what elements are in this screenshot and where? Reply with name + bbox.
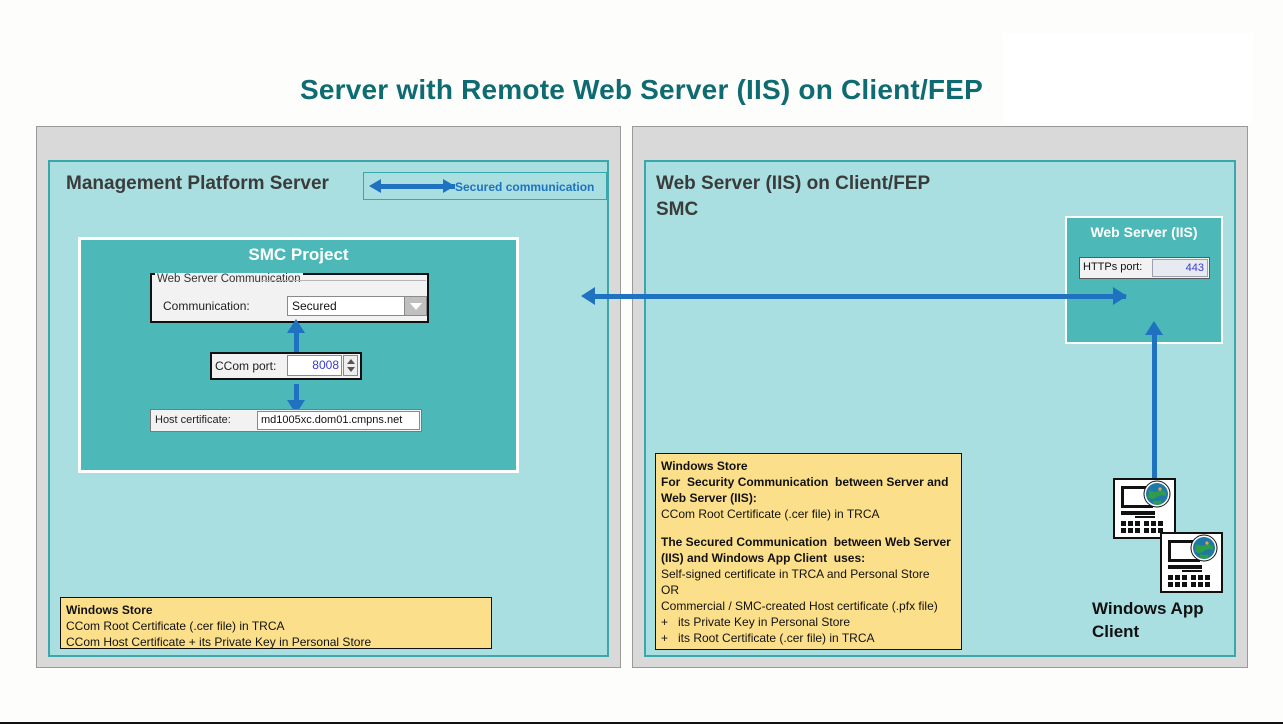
group-divider-line bbox=[262, 280, 426, 281]
host-certificate-arrow-shaft bbox=[294, 384, 299, 402]
smc-uplink-arrow-shaft bbox=[294, 330, 299, 352]
note-header: Windows Store bbox=[661, 459, 748, 473]
legend-label: Secured communication bbox=[455, 180, 595, 194]
note-line: Commercial / SMC-created Host certificat… bbox=[661, 599, 938, 613]
ccom-port-value: 8008 bbox=[312, 358, 339, 372]
secured-communication-arrow-shaft bbox=[592, 294, 1126, 299]
web-server-iis-box bbox=[1065, 216, 1223, 344]
page-title: Server with Remote Web Server (IIS) on C… bbox=[299, 74, 983, 105]
communication-select-value: Secured bbox=[292, 299, 337, 313]
https-port-input[interactable] bbox=[1152, 259, 1208, 277]
spinner-down-icon[interactable] bbox=[347, 367, 355, 372]
note-line: Web Server (IIS): bbox=[661, 491, 757, 505]
web-server-iis-title: Web Server (IIS) bbox=[1090, 224, 1198, 240]
note-line: Self-signed certificate in TRCA and Pers… bbox=[661, 567, 930, 581]
right-panel-title: Web Server (IIS) on Client/FEP SMC bbox=[656, 173, 931, 220]
web-server-communication-group-label: Web Server Communication bbox=[155, 273, 303, 285]
note-header: Windows Store bbox=[66, 603, 153, 617]
host-certificate-label: Host certificate: bbox=[155, 414, 231, 426]
note-line: For Security Communication between Serve… bbox=[661, 475, 949, 489]
legend-arrow-head-right bbox=[443, 179, 455, 193]
secured-communication-arrow-head-right bbox=[1113, 287, 1127, 305]
windows-app-client-label: Windows App Client bbox=[1092, 599, 1204, 641]
left-windows-store-note: Windows Store CCom Root Certificate (.ce… bbox=[60, 597, 492, 649]
communication-select[interactable] bbox=[287, 296, 427, 316]
ccom-port-input[interactable] bbox=[287, 355, 342, 376]
chevron-down-icon[interactable] bbox=[404, 297, 426, 315]
ccom-port-label: CCom port: bbox=[215, 359, 277, 373]
host-certificate-value: md1005xc.dom01.cmpns.net bbox=[261, 414, 403, 426]
smc-project-title: SMC Project bbox=[248, 245, 349, 264]
spinner-updown-icon[interactable] bbox=[343, 355, 358, 376]
note-line: CCom Root Certificate (.cer file) in TRC… bbox=[661, 507, 880, 521]
client-communication-arrow-shaft bbox=[1152, 333, 1157, 491]
legend-arrow-shaft bbox=[375, 184, 455, 189]
note-line: (IIS) and Windows App Client uses: bbox=[661, 551, 866, 565]
legend-arrow-head-left bbox=[369, 179, 381, 193]
note-line: + its Root Certificate (.cer file) in TR… bbox=[661, 631, 875, 645]
host-certificate-input[interactable] bbox=[257, 411, 420, 430]
note-spacer bbox=[661, 522, 957, 534]
note-line: CCom Root Certificate (.cer file) in TRC… bbox=[66, 619, 285, 633]
computer-web-client-icon bbox=[1160, 532, 1223, 593]
https-port-value: 443 bbox=[1185, 262, 1204, 274]
background-artifact-rectangle bbox=[1003, 33, 1253, 123]
https-port-label: HTTPs port: bbox=[1083, 261, 1143, 273]
left-panel-title: Management Platform Server bbox=[66, 173, 329, 194]
client-communication-arrow-head-up bbox=[1145, 321, 1163, 335]
smc-uplink-arrow-head bbox=[287, 319, 305, 333]
note-line: OR bbox=[661, 583, 679, 597]
computer-web-client-glyph bbox=[1168, 534, 1218, 587]
computer-web-client-icon bbox=[1113, 478, 1176, 539]
secured-communication-arrow-head-left bbox=[581, 287, 595, 305]
note-line: + its Private Key in Personal Store bbox=[661, 615, 851, 629]
communication-label: Communication: bbox=[163, 299, 250, 313]
right-windows-store-note: Windows Store For Security Communication… bbox=[655, 453, 962, 650]
note-line: CCom Host Certificate + its Private Key … bbox=[66, 635, 372, 649]
note-line: The Secured Communication between Web Se… bbox=[661, 535, 951, 549]
computer-web-client-glyph bbox=[1121, 480, 1171, 533]
spinner-up-icon[interactable] bbox=[347, 359, 355, 364]
